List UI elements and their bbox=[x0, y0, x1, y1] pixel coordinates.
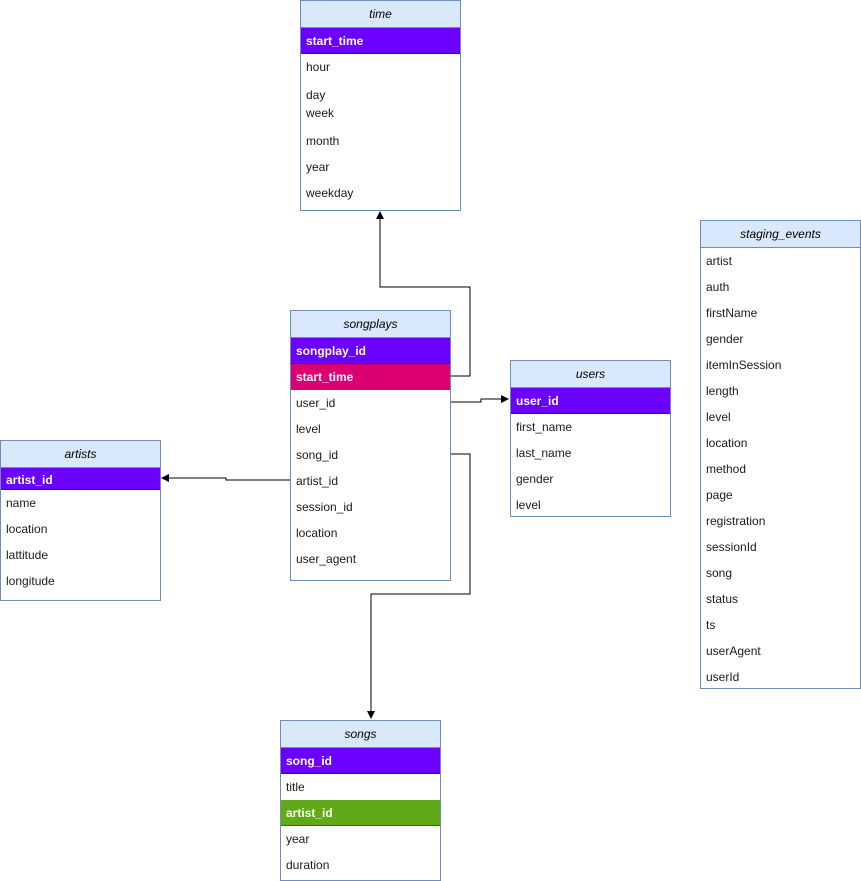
field: day bbox=[306, 88, 326, 102]
field: year bbox=[306, 160, 330, 174]
field: level bbox=[706, 410, 731, 424]
field: itemInSession bbox=[706, 358, 782, 372]
field: sessionId bbox=[706, 540, 757, 554]
foreign-key-field: start_time bbox=[291, 364, 450, 390]
field: registration bbox=[706, 514, 766, 528]
table-title: time bbox=[301, 1, 460, 28]
field: name bbox=[6, 496, 37, 510]
table-time[interactable]: time start_time hour day week month year… bbox=[300, 0, 461, 211]
field: week bbox=[306, 106, 335, 120]
field: lattitude bbox=[6, 548, 49, 562]
field: duration bbox=[286, 858, 330, 872]
field: user_id bbox=[296, 396, 336, 410]
field: last_name bbox=[516, 446, 572, 460]
field: song bbox=[706, 566, 733, 580]
field: level bbox=[296, 422, 321, 436]
table-songs[interactable]: songs song_id title artist_id year durat… bbox=[280, 720, 441, 881]
field: location bbox=[6, 522, 48, 536]
table-songplays[interactable]: songplays songplay_id start_time user_id… bbox=[290, 310, 451, 581]
foreign-key-field: artist_id bbox=[281, 800, 440, 826]
primary-key-field: user_id bbox=[511, 388, 670, 414]
table-title: artists bbox=[1, 441, 160, 468]
table-title: songs bbox=[281, 721, 440, 748]
field: song_id bbox=[296, 448, 339, 462]
field-list: songplay_id start_time user_id level son… bbox=[291, 338, 450, 572]
primary-key-field: songplay_id bbox=[291, 338, 450, 364]
table-title: staging_events bbox=[701, 221, 860, 248]
field: method bbox=[706, 462, 747, 476]
connector-start-time-to-time bbox=[376, 211, 471, 377]
field-list: artist_id name location lattitude longit… bbox=[1, 468, 160, 594]
connector-song-id-to-songs bbox=[367, 453, 471, 719]
field: ts bbox=[706, 618, 716, 632]
field: user_agent bbox=[296, 552, 357, 566]
field-list: user_id first_name last_name gender leve… bbox=[511, 388, 670, 518]
field: weekday bbox=[306, 186, 354, 200]
field: artist_id bbox=[296, 474, 339, 488]
field: level bbox=[516, 498, 541, 512]
primary-key-field: artist_id bbox=[1, 468, 160, 490]
field: title bbox=[286, 780, 305, 794]
field: location bbox=[706, 436, 748, 450]
field: first_name bbox=[516, 420, 573, 434]
field: length bbox=[706, 384, 739, 398]
field: session_id bbox=[296, 500, 353, 514]
table-title: songplays bbox=[291, 311, 450, 338]
connector-user-id-to-users bbox=[450, 395, 509, 403]
connector-artist-id-to-artists bbox=[161, 474, 290, 482]
field: userId bbox=[706, 670, 740, 684]
field: hour bbox=[306, 60, 331, 74]
field: firstName bbox=[706, 306, 758, 320]
field: gender bbox=[516, 472, 554, 486]
table-staging-events[interactable]: staging_events artist auth firstName gen… bbox=[700, 220, 861, 689]
field: year bbox=[286, 832, 310, 846]
primary-key-field: start_time bbox=[301, 28, 460, 54]
table-title: users bbox=[511, 361, 670, 388]
field: month bbox=[306, 134, 340, 148]
field: auth bbox=[706, 280, 730, 294]
field: longitude bbox=[6, 574, 55, 588]
table-users[interactable]: users user_id first_name last_name gende… bbox=[510, 360, 671, 517]
primary-key-field: song_id bbox=[281, 748, 440, 774]
field-list: song_id title artist_id year duration bbox=[281, 748, 440, 878]
field: gender bbox=[706, 332, 744, 346]
field-list: start_time hour day week month year week… bbox=[301, 28, 460, 206]
field: page bbox=[706, 488, 733, 502]
table-artists[interactable]: artists artist_id name location lattitud… bbox=[0, 440, 161, 601]
field: status bbox=[706, 592, 739, 606]
field: artist bbox=[706, 254, 733, 268]
field-list: artist auth firstName gender itemInSessi… bbox=[701, 248, 860, 690]
field: location bbox=[296, 526, 338, 540]
field: userAgent bbox=[706, 644, 761, 658]
